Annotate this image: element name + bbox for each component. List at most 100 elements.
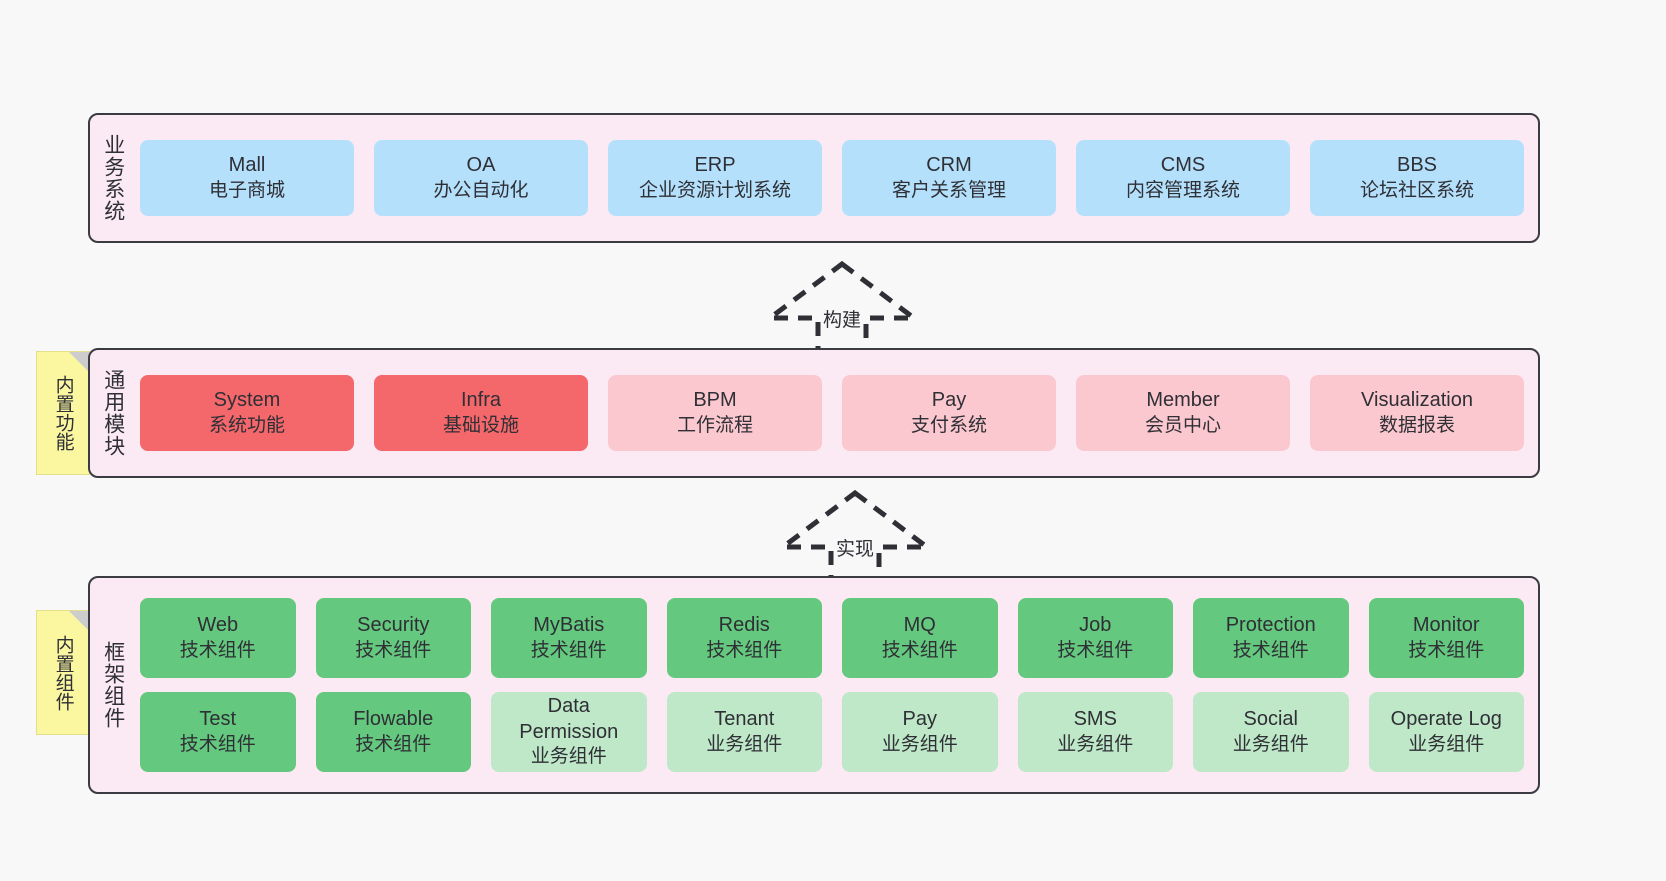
sticky-note-builtin-components: 内置组件 xyxy=(36,610,90,735)
card-security-en: Security xyxy=(357,614,430,637)
card-web-cn: 技术组件 xyxy=(179,639,256,661)
card-infra-cn: 基础设施 xyxy=(442,414,519,436)
framework-components-row-2: Test 技术组件 Flowable 技术组件 Data Permission … xyxy=(140,692,1524,772)
connector-build-label: 构建 xyxy=(822,310,862,331)
card-erp[interactable]: ERP 企业资源计划系统 xyxy=(608,140,822,216)
connector-build: 构建 xyxy=(762,258,922,356)
card-bbs-en: BBS xyxy=(1396,154,1438,177)
card-sms-en: SMS xyxy=(1073,708,1117,731)
card-bpm-cn: 工作流程 xyxy=(676,414,753,436)
layer-framework-components: 框架组件 Web 技术组件 Security 技术组件 MyBatis 技术组件… xyxy=(88,576,1540,794)
card-mq-cn: 技术组件 xyxy=(881,639,958,661)
card-security[interactable]: Security 技术组件 xyxy=(315,598,471,678)
layer-common-modules: 通用模块 System 系统功能 Infra 基础设施 BPM 工作流程 Pay… xyxy=(88,348,1540,478)
card-erp-cn: 企业资源计划系统 xyxy=(638,179,791,201)
card-cms[interactable]: CMS 内容管理系统 xyxy=(1076,140,1290,216)
card-data-permission-en: Data Permission xyxy=(519,695,619,743)
card-mq-en: MQ xyxy=(903,614,936,637)
sticky-note-builtin-features: 内置功能 xyxy=(36,351,90,475)
card-crm-cn: 客户关系管理 xyxy=(891,179,1006,201)
card-bbs-cn: 论坛社区系统 xyxy=(1359,179,1474,201)
card-redis[interactable]: Redis 技术组件 xyxy=(666,598,822,678)
card-oa[interactable]: OA 办公自动化 xyxy=(374,140,588,216)
card-pay-component-cn: 业务组件 xyxy=(881,733,958,755)
connector-implement-label: 实现 xyxy=(835,539,875,560)
card-data-permission[interactable]: Data Permission 业务组件 xyxy=(491,692,647,772)
sticky-note-builtin-features-label: 内置功能 xyxy=(52,375,74,451)
business-systems-row: Mall 电子商城 OA 办公自动化 ERP 企业资源计划系统 CRM 客户关系… xyxy=(140,140,1524,216)
card-monitor-en: Monitor xyxy=(1412,614,1480,637)
common-modules-row: System 系统功能 Infra 基础设施 BPM 工作流程 Pay 支付系统… xyxy=(140,375,1524,451)
card-bpm-en: BPM xyxy=(693,389,737,412)
card-tenant[interactable]: Tenant 业务组件 xyxy=(666,692,822,772)
card-web[interactable]: Web 技术组件 xyxy=(140,598,296,678)
card-mybatis-cn: 技术组件 xyxy=(530,639,607,661)
card-job-en: Job xyxy=(1079,614,1112,637)
card-test[interactable]: Test 技术组件 xyxy=(140,692,296,772)
card-sms-cn: 业务组件 xyxy=(1057,733,1134,755)
card-monitor[interactable]: Monitor 技术组件 xyxy=(1368,598,1524,678)
card-data-permission-cn: 业务组件 xyxy=(530,746,607,768)
card-test-cn: 技术组件 xyxy=(179,733,256,755)
card-mall[interactable]: Mall 电子商城 xyxy=(140,140,354,216)
sticky-note-builtin-components-label: 内置组件 xyxy=(52,634,74,711)
card-erp-en: ERP xyxy=(694,154,736,177)
card-member-en: Member xyxy=(1146,389,1220,412)
card-mybatis-en: MyBatis xyxy=(533,614,605,637)
card-flowable-en: Flowable xyxy=(353,708,434,731)
card-protection-cn: 技术组件 xyxy=(1232,639,1309,661)
card-mall-en: Mall xyxy=(228,154,266,177)
card-mq[interactable]: MQ 技术组件 xyxy=(842,598,998,678)
layer-business-systems-body: Mall 电子商城 OA 办公自动化 ERP 企业资源计划系统 CRM 客户关系… xyxy=(136,115,1538,241)
card-bbs[interactable]: BBS 论坛社区系统 xyxy=(1310,140,1524,216)
card-crm[interactable]: CRM 客户关系管理 xyxy=(842,140,1056,216)
card-flowable-cn: 技术组件 xyxy=(355,733,432,755)
layer-common-modules-title: 通用模块 xyxy=(101,369,125,457)
layer-common-modules-body: System 系统功能 Infra 基础设施 BPM 工作流程 Pay 支付系统… xyxy=(136,350,1538,476)
card-protection[interactable]: Protection 技术组件 xyxy=(1193,598,1349,678)
card-flowable[interactable]: Flowable 技术组件 xyxy=(315,692,471,772)
card-operate-log-en: Operate Log xyxy=(1390,708,1502,731)
card-operate-log[interactable]: Operate Log 业务组件 xyxy=(1368,692,1524,772)
card-monitor-cn: 技术组件 xyxy=(1408,639,1485,661)
card-bpm[interactable]: BPM 工作流程 xyxy=(608,375,822,451)
framework-components-row-1: Web 技术组件 Security 技术组件 MyBatis 技术组件 Redi… xyxy=(140,598,1524,678)
card-cms-cn: 内容管理系统 xyxy=(1125,179,1240,201)
card-oa-cn: 办公自动化 xyxy=(433,179,529,201)
card-pay-component[interactable]: Pay 业务组件 xyxy=(842,692,998,772)
card-visualization[interactable]: Visualization 数据报表 xyxy=(1310,375,1524,451)
card-member-cn: 会员中心 xyxy=(1144,414,1221,436)
card-operate-log-cn: 业务组件 xyxy=(1408,733,1485,755)
card-system[interactable]: System 系统功能 xyxy=(140,375,354,451)
card-protection-en: Protection xyxy=(1225,614,1316,637)
card-security-cn: 技术组件 xyxy=(355,639,432,661)
card-pay-module-en: Pay xyxy=(931,389,967,412)
card-member[interactable]: Member 会员中心 xyxy=(1076,375,1290,451)
card-infra-en: Infra xyxy=(460,389,502,412)
layer-framework-components-title: 框架组件 xyxy=(101,641,125,729)
layer-business-systems-title: 业务系统 xyxy=(101,134,125,222)
card-system-en: System xyxy=(213,389,281,412)
card-mall-cn: 电子商城 xyxy=(208,179,285,201)
card-visualization-cn: 数据报表 xyxy=(1378,414,1455,436)
card-job-cn: 技术组件 xyxy=(1057,639,1134,661)
card-social[interactable]: Social 业务组件 xyxy=(1193,692,1349,772)
card-sms[interactable]: SMS 业务组件 xyxy=(1017,692,1173,772)
card-tenant-cn: 业务组件 xyxy=(706,733,783,755)
card-cms-en: CMS xyxy=(1160,154,1206,177)
connector-implement: 实现 xyxy=(775,487,935,585)
card-crm-en: CRM xyxy=(926,154,972,177)
card-visualization-en: Visualization xyxy=(1361,389,1473,412)
card-job[interactable]: Job 技术组件 xyxy=(1017,598,1173,678)
card-social-cn: 业务组件 xyxy=(1232,733,1309,755)
card-pay-module[interactable]: Pay 支付系统 xyxy=(842,375,1056,451)
card-test-en: Test xyxy=(199,708,237,731)
card-pay-module-cn: 支付系统 xyxy=(910,414,987,436)
card-infra[interactable]: Infra 基础设施 xyxy=(374,375,588,451)
card-redis-en: Redis xyxy=(718,614,770,637)
card-redis-cn: 技术组件 xyxy=(706,639,783,661)
card-system-cn: 系统功能 xyxy=(208,414,285,436)
card-mybatis[interactable]: MyBatis 技术组件 xyxy=(491,598,647,678)
layer-business-systems: 业务系统 Mall 电子商城 OA 办公自动化 ERP 企业资源计划系统 CRM… xyxy=(88,113,1540,243)
